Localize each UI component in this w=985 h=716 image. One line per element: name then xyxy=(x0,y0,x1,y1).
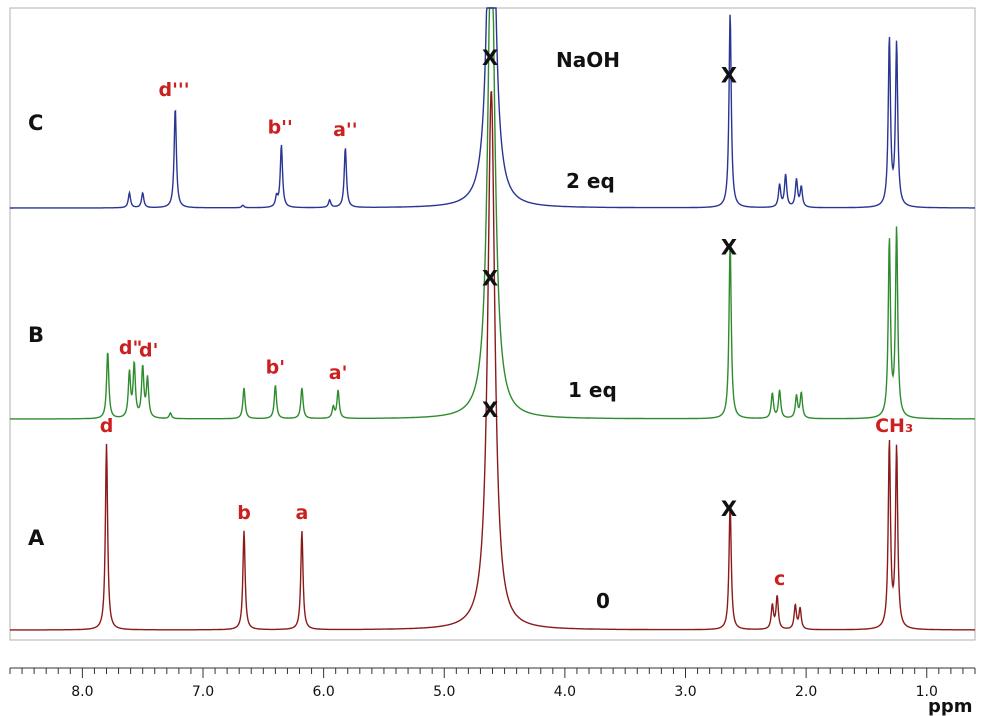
condition-label-c: 2 eq xyxy=(566,169,615,193)
peak-label: b xyxy=(237,502,251,524)
peak-label: CH₃ xyxy=(875,415,913,437)
peak-label: b'' xyxy=(268,117,293,139)
solvent-x-mark: X xyxy=(721,236,737,260)
trace-name-a: A xyxy=(28,526,45,550)
x-tick-label: 6.0 xyxy=(312,684,334,700)
x-axis-ticks: 8.0 7.0 6.0 5.0 4.0 3.0 2.0 1.0 xyxy=(9,668,976,700)
peak-label: c xyxy=(774,568,785,590)
spectrum-traces xyxy=(10,7,975,631)
peak-label: a'' xyxy=(333,119,357,141)
x-tick-label: 2.0 xyxy=(795,684,817,700)
peak-label: d''' xyxy=(159,79,190,101)
x-tick-label: 3.0 xyxy=(674,684,696,700)
solvent-x-mark: X xyxy=(721,497,737,521)
peak-label: d' xyxy=(139,340,158,362)
spectrum-trace-c xyxy=(10,7,975,209)
x-tick-label: 1.0 xyxy=(916,684,938,700)
x-tick-label: 8.0 xyxy=(71,684,93,700)
peak-label: b' xyxy=(266,356,285,378)
chart-title: NaOH xyxy=(556,48,620,72)
x-tick-label: 7.0 xyxy=(192,684,214,700)
condition-label-a: 0 xyxy=(596,589,610,613)
peak-label: a xyxy=(295,502,308,524)
solvent-x-mark: X xyxy=(721,64,737,88)
solvent-x-mark: X xyxy=(482,398,498,422)
x-tick-label: 5.0 xyxy=(433,684,455,700)
peak-label: a' xyxy=(329,362,348,384)
solvent-x-mark: X xyxy=(482,266,498,290)
spectrum-trace-a xyxy=(10,91,975,631)
solvent-x-mark: X xyxy=(482,46,498,70)
peak-label: d xyxy=(100,415,114,437)
trace-name-c: C xyxy=(28,111,43,135)
trace-name-b: B xyxy=(28,323,44,347)
spectrum-annotations: A 0 d b a c CH₃ X X B 1 eq d"d' b' a' X X C 2 eq d''' b'' a'… xyxy=(28,46,913,613)
peak-label: d" xyxy=(119,337,143,359)
x-tick-label: 4.0 xyxy=(554,684,576,700)
condition-label-b: 1 eq xyxy=(568,378,617,402)
x-axis-label: ppm xyxy=(928,696,973,716)
